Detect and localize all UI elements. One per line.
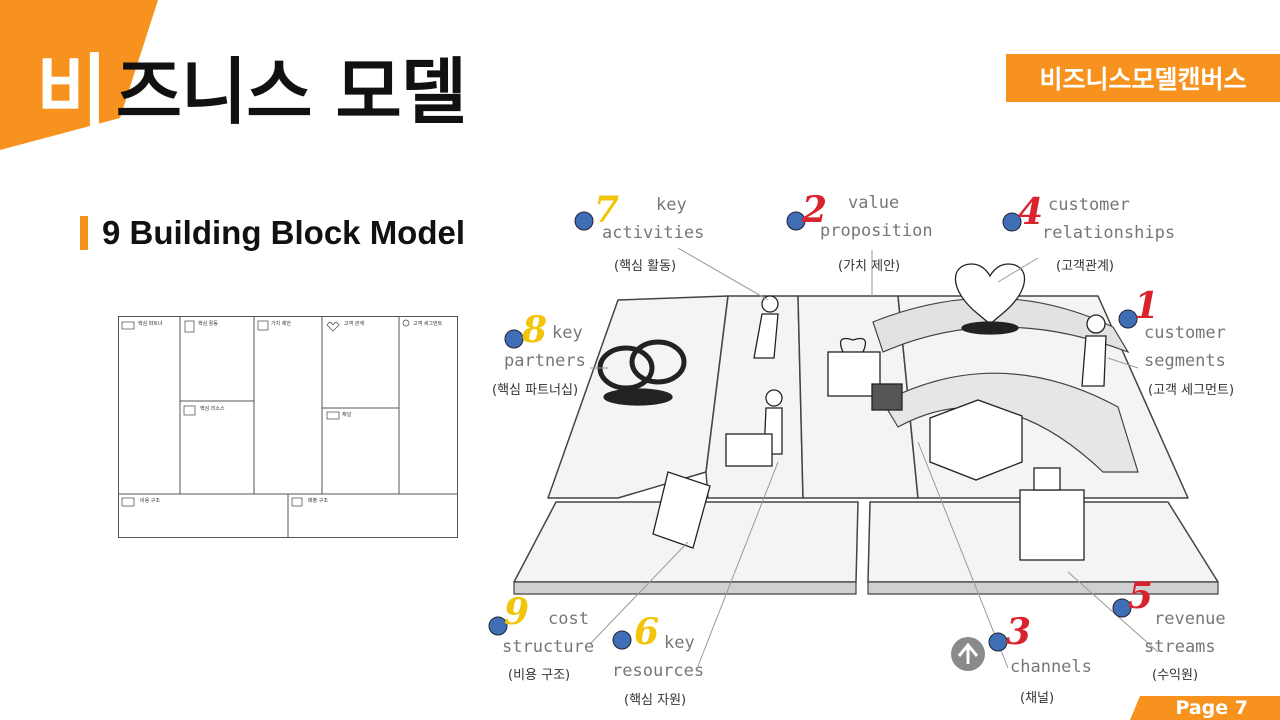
block-number-revenue: 5 bbox=[1128, 575, 1153, 617]
block-number-value: 2 bbox=[801, 189, 827, 231]
customer-person-icon bbox=[1086, 314, 1106, 334]
dot-relationships bbox=[1002, 212, 1022, 232]
cash-register-small-icon bbox=[871, 383, 903, 411]
block-en2-segments: segments bbox=[1144, 351, 1226, 371]
channels-mini-icon bbox=[326, 411, 340, 420]
block-en1-partners: key bbox=[552, 323, 583, 343]
block-en2-partners: partners bbox=[504, 351, 586, 371]
worker-body bbox=[753, 313, 779, 359]
relationships-mini-icon bbox=[326, 322, 340, 332]
block-number-activities: 7 bbox=[594, 189, 619, 231]
block-ko-resources: (핵심 자원) bbox=[624, 693, 686, 708]
dot-resources bbox=[612, 630, 632, 650]
grid-label-channels: 채널 bbox=[342, 411, 352, 418]
block-ko-segments: (고객 세그먼트) bbox=[1148, 383, 1234, 398]
document-icon bbox=[652, 471, 711, 549]
dot-channels bbox=[988, 632, 1008, 652]
cost-mini-icon bbox=[121, 497, 135, 507]
partners-mini-icon bbox=[121, 321, 135, 330]
footer-page-bar bbox=[1130, 696, 1280, 720]
cash-register-icon bbox=[1019, 489, 1085, 561]
block-en1-activities: key bbox=[656, 195, 687, 215]
block-number-segments: 1 bbox=[1134, 285, 1159, 327]
block-en1-cost: cost bbox=[548, 609, 589, 629]
block-ko-revenue: (수익원) bbox=[1152, 668, 1198, 683]
block-en2-revenue: streams bbox=[1144, 637, 1216, 657]
block-en1-relationships: customer bbox=[1048, 195, 1130, 215]
block-en2-cost: structure bbox=[502, 637, 594, 657]
block-en2-activities: activities bbox=[602, 223, 704, 243]
grid-label-value: 가치 제안 bbox=[271, 320, 291, 327]
block-number-partners: 8 bbox=[521, 309, 547, 351]
block-ko-value: (가치 제안) bbox=[838, 259, 900, 274]
customer-person-body bbox=[1081, 335, 1107, 387]
arrow-up-icon bbox=[957, 642, 979, 664]
activities-mini-icon bbox=[184, 320, 195, 333]
grid-label-partners: 핵심 파트너 bbox=[138, 320, 163, 327]
truck-icon bbox=[929, 399, 1023, 481]
block-en1-value: value bbox=[848, 193, 899, 213]
block-ko-activities: (핵심 활동) bbox=[614, 259, 676, 274]
dot-activities bbox=[574, 211, 594, 231]
block-en1-segments: customer bbox=[1144, 323, 1226, 343]
block-number-channels: 3 bbox=[1006, 611, 1031, 653]
page-title-first-char: 비 bbox=[36, 47, 108, 137]
subheading-text: 9 Building Block Model bbox=[102, 214, 466, 251]
grid-label-revenue: 매출 구조 bbox=[308, 497, 328, 504]
block-en1-revenue: revenue bbox=[1154, 609, 1226, 629]
block-en2-channels: channels bbox=[1010, 657, 1092, 677]
person-resources-icon bbox=[765, 389, 783, 407]
block-en2-relationships: relationships bbox=[1042, 223, 1175, 243]
revenue-slab-edge bbox=[867, 581, 1219, 595]
cash-register-display bbox=[1033, 467, 1061, 491]
page-number: Page 7 bbox=[1175, 697, 1248, 719]
block-number-cost: 9 bbox=[504, 591, 529, 633]
worker-icon bbox=[761, 295, 779, 313]
dot-revenue bbox=[1112, 598, 1132, 618]
orange-corner-shape bbox=[0, 0, 158, 150]
block-number-relationships: 4 bbox=[1018, 191, 1043, 233]
grid-label-cost: 비용 구조 bbox=[140, 497, 160, 504]
revenue-mini-icon bbox=[291, 497, 303, 507]
segments-mini-icon bbox=[402, 319, 410, 327]
gift-bow bbox=[839, 337, 867, 353]
dot-cost bbox=[488, 616, 508, 636]
resources-mini-icon bbox=[183, 405, 196, 416]
heart-icon bbox=[954, 263, 1026, 325]
dot-segments bbox=[1118, 309, 1138, 329]
heart-shadow bbox=[961, 321, 1019, 335]
canvas-grid-thumbnail: 핵심 파트너 핵심 활동 가치 제안 고객 관계 고객 세그먼트 핵심 리소스 … bbox=[118, 316, 458, 538]
cost-slab-edge bbox=[513, 581, 857, 595]
block-ko-partners: (핵심 파트너십) bbox=[492, 383, 578, 398]
scroll-to-top-button[interactable] bbox=[951, 637, 985, 671]
page-title-rest: 즈니스 모델 bbox=[115, 49, 467, 134]
rings-icon-2 bbox=[629, 339, 687, 385]
grid-label-relationships: 고객 관계 bbox=[344, 320, 364, 327]
block-en2-resources: resources bbox=[612, 661, 704, 681]
page-title: 비 즈니스 모델 bbox=[36, 30, 467, 140]
value-mini-icon bbox=[257, 320, 269, 331]
dot-partners bbox=[504, 329, 524, 349]
grid-label-activities: 핵심 활동 bbox=[198, 320, 218, 327]
gift-icon bbox=[827, 351, 881, 397]
machine-icon bbox=[725, 433, 773, 467]
dot-value bbox=[786, 211, 806, 231]
subheading: 9 Building Block Model bbox=[80, 214, 465, 252]
block-en1-resources: key bbox=[664, 633, 695, 653]
subheading-accent-bar bbox=[80, 216, 88, 250]
grid-label-resources: 핵심 리소스 bbox=[200, 405, 225, 412]
block-ko-relationships: (고객관계) bbox=[1056, 259, 1114, 274]
block-ko-cost: (비용 구조) bbox=[508, 668, 570, 683]
business-model-canvas-diagram: 7 key activities (핵심 활동) 2 value proposi… bbox=[488, 189, 1234, 708]
grid-label-segments: 고객 세그먼트 bbox=[413, 320, 443, 327]
section-badge: 비즈니스모델캔버스 bbox=[1006, 54, 1280, 102]
block-number-resources: 6 bbox=[634, 611, 659, 653]
block-ko-channels: (채널) bbox=[1020, 691, 1054, 706]
rings-shadow bbox=[603, 388, 673, 406]
block-en2-value: proposition bbox=[820, 221, 933, 241]
